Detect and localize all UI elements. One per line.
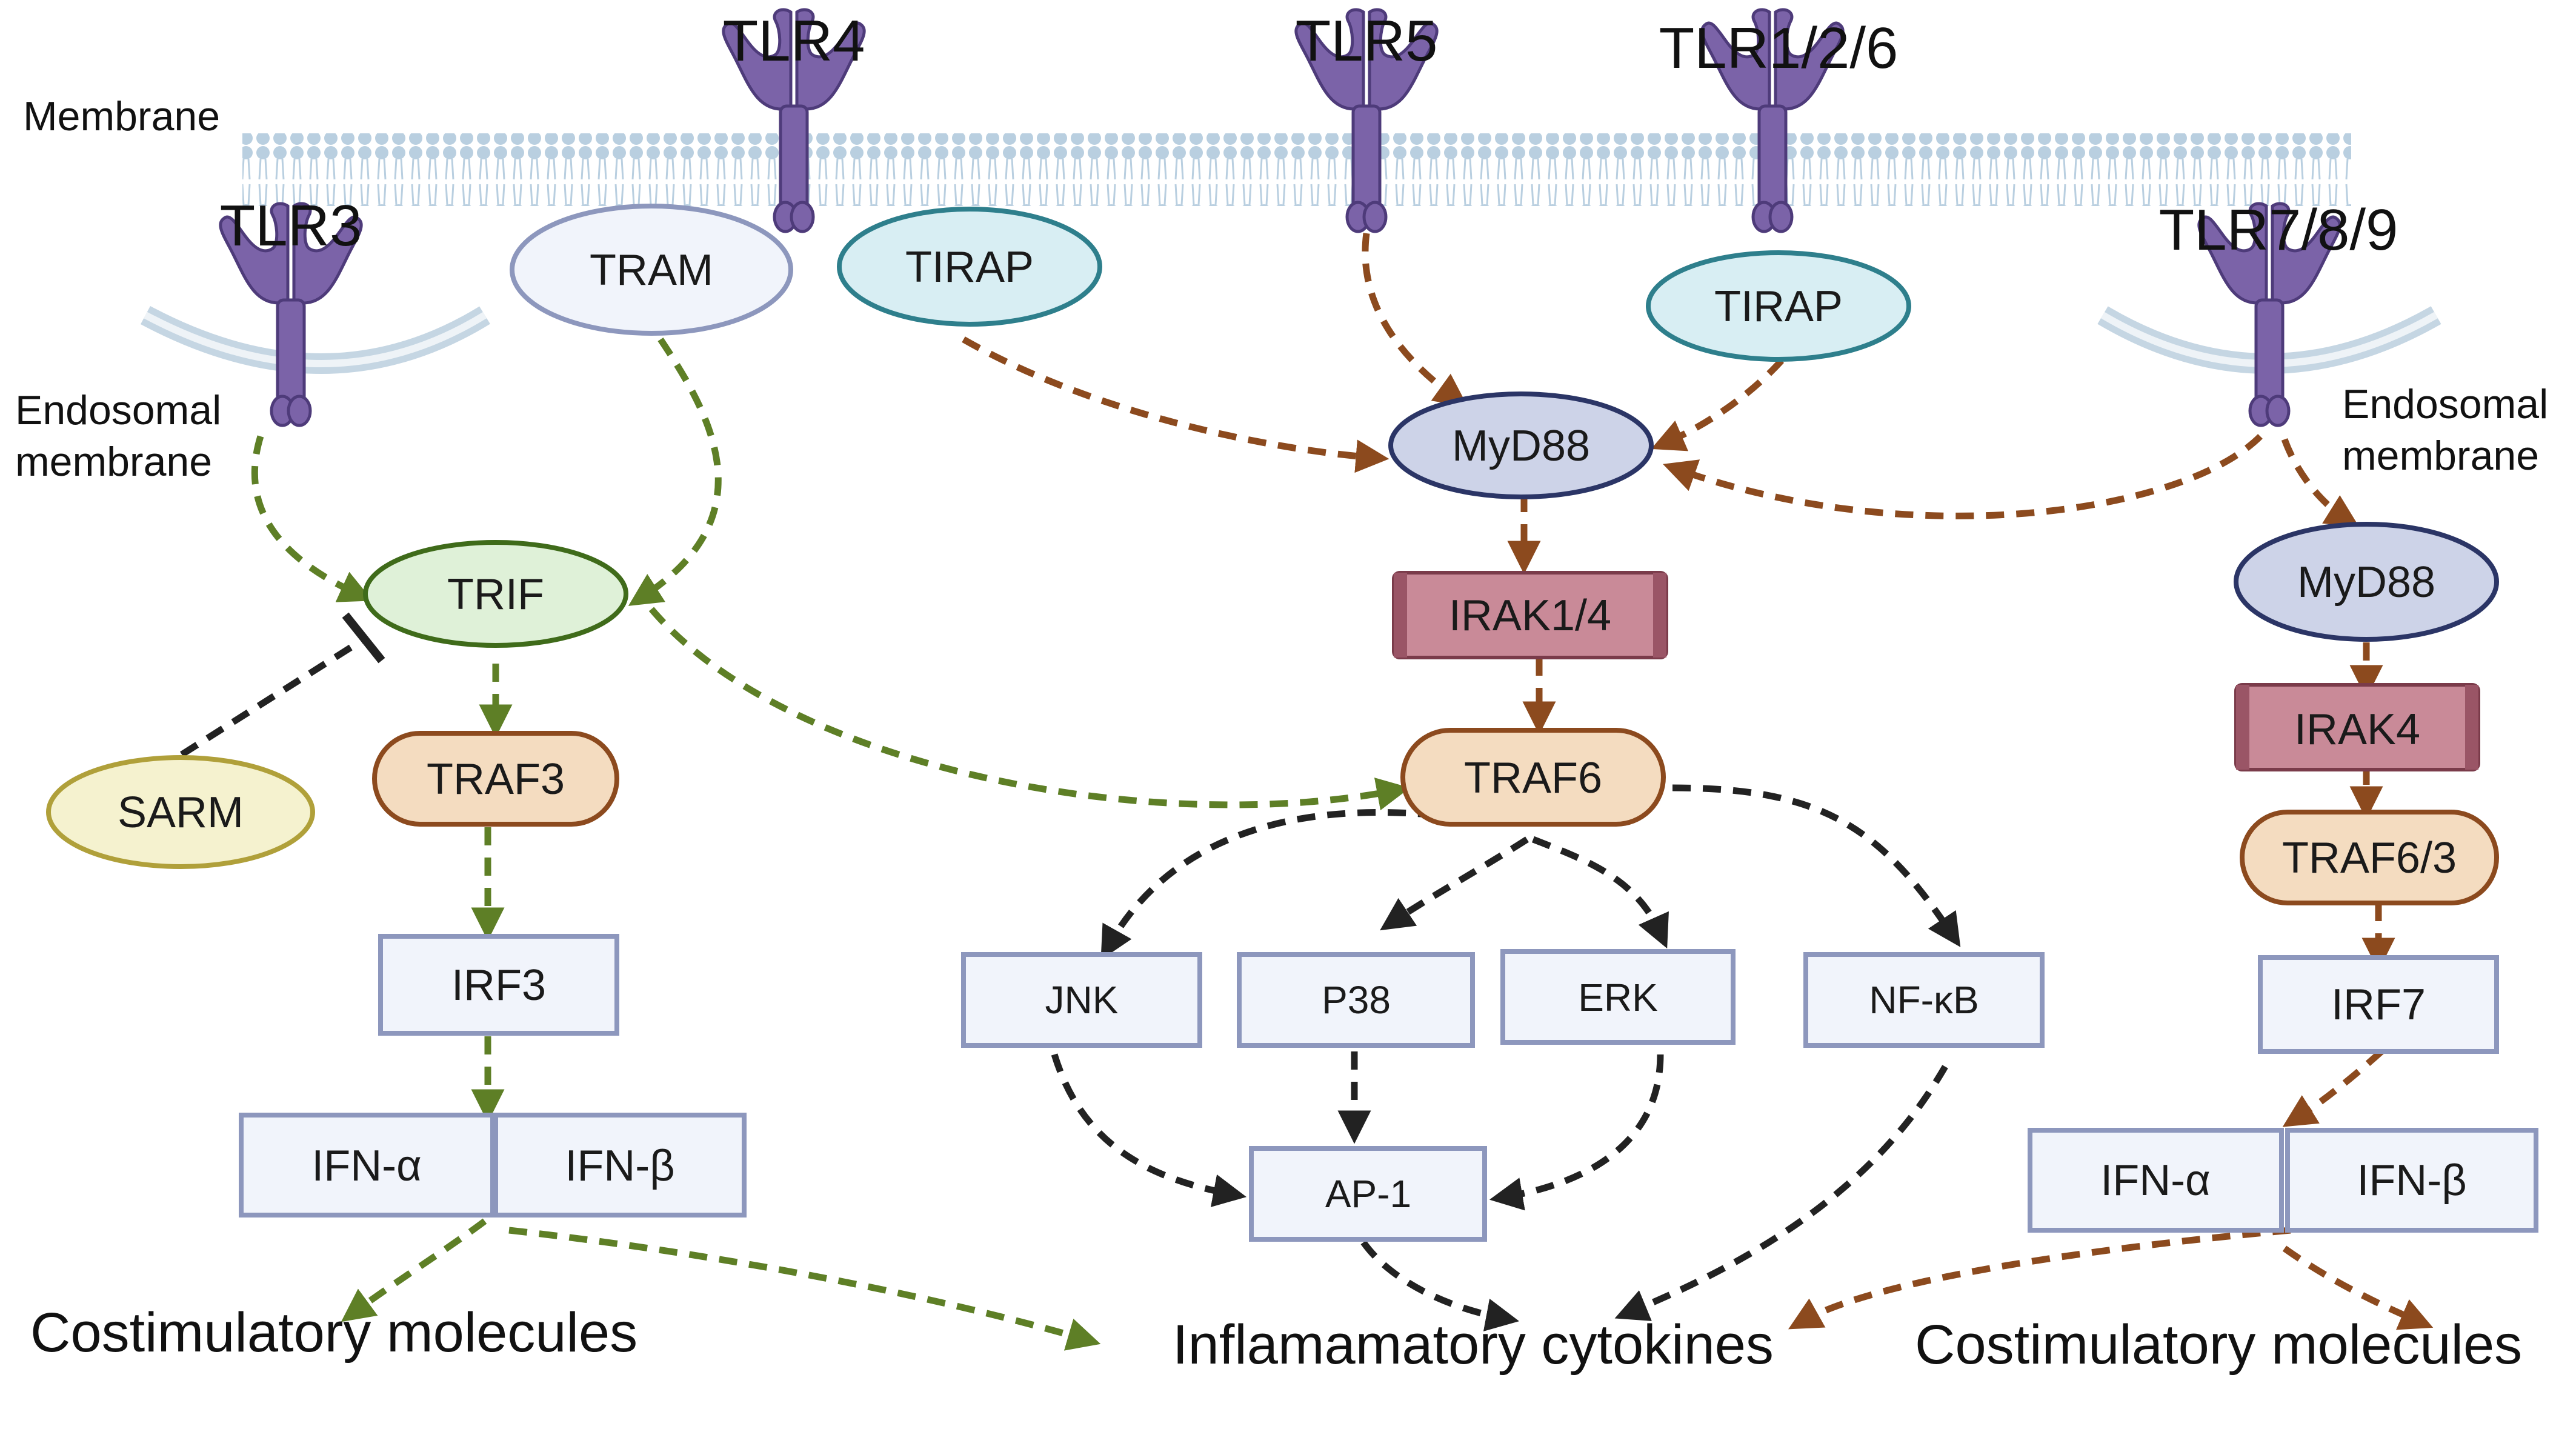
tirap-right-label: TIRAP [1714, 282, 1843, 331]
irf3-node: IRF3 [378, 934, 619, 1036]
tlr5-label: TLR5 [1296, 8, 1438, 73]
irak14-node: IRAK1/4 [1392, 571, 1668, 659]
irf7-node: IRF7 [2258, 955, 2499, 1054]
endosomal-membrane-left [141, 305, 490, 374]
p38-label: P38 [1322, 978, 1391, 1022]
arrow-ifn-to-costim-left [341, 1218, 487, 1322]
arrow-irf7-to-ifn [2282, 1048, 2384, 1127]
arrow-traf6-to-nfkb [1672, 784, 1961, 947]
arrow-tirap-left-to-myd88 [962, 336, 1390, 473]
myd88-center-node: MyD88 [1388, 391, 1654, 499]
ifn-beta-right-node: IFN-β [2285, 1128, 2538, 1233]
trif-label: TRIF [447, 570, 544, 619]
tirap-left-label: TIRAP [905, 243, 1034, 291]
arrow-tirap-right-to-myd88 [1651, 358, 1785, 451]
ifn-beta-left-node: IFN-β [493, 1113, 747, 1217]
tlr3-label: TLR3 [220, 193, 362, 258]
sarm-inhibition [180, 612, 385, 758]
arrow-erk-to-ap1 [1489, 1054, 1664, 1211]
tram-node: TRAM [510, 204, 793, 336]
jnk-node: JNK [961, 952, 1202, 1048]
ifn-beta-left-label: IFN-β [565, 1142, 674, 1190]
ifn-alpha-right-label: IFN-α [2100, 1156, 2211, 1205]
traf3-node: TRAF3 [372, 731, 619, 827]
tirap-left-node: TIRAP [837, 207, 1102, 327]
myd88-right-node: MyD88 [2234, 522, 2499, 642]
endosomal-left-line2: membrane [15, 439, 212, 485]
endosomal-left-line1: Endosomal [15, 387, 221, 433]
arrow-tlr5-to-myd88 [1362, 233, 1468, 407]
myd88-right-label: MyD88 [2297, 558, 2435, 607]
erk-label: ERK [1578, 976, 1658, 1019]
costim-right-label: Costimulatory molecules [1915, 1314, 2522, 1376]
sarm-label: SARM [118, 788, 244, 837]
arrow-traf6-to-jnk [1100, 809, 1437, 960]
p38-node: P38 [1237, 952, 1475, 1048]
ifn-alpha-right-node: IFN-α [2028, 1128, 2284, 1233]
arrow-tlr789-to-myd88 [1663, 434, 2263, 519]
irf3-label: IRF3 [451, 961, 546, 1010]
arrow-traf6-to-erk [1532, 836, 1669, 949]
arrow-tlr3-to-trif [251, 435, 373, 602]
ap1-node: AP-1 [1249, 1146, 1487, 1242]
myd88-pathway-arrows [962, 233, 2434, 1330]
arrow-tram-to-trif [628, 337, 722, 606]
downstream-arrows [1051, 784, 1961, 1331]
irak4-label: IRAK4 [2294, 705, 2420, 754]
arrow-nfkb-to-cytokines [1614, 1065, 1948, 1321]
tirap-right-node: TIRAP [1646, 250, 1911, 362]
cytokines-label: Inflamamatory cytokines [1173, 1314, 1774, 1376]
tram-label: TRAM [590, 246, 713, 295]
sarm-node: SARM [46, 755, 315, 869]
tlr126-label: TLR1/2/6 [1659, 16, 1899, 81]
arrow-jnk-to-ap1 [1051, 1053, 1247, 1207]
arrow-trif-to-traf6 [648, 607, 1411, 811]
tlr4-label: TLR4 [723, 8, 865, 73]
endosomal-right-line2: membrane [2342, 433, 2539, 479]
erk-node: ERK [1500, 949, 1736, 1045]
traf6-label: TRAF6 [1464, 754, 1602, 802]
costim-left-label: Costimulatory molecules [30, 1302, 637, 1364]
nfkb-label: NF-κB [1869, 978, 1979, 1022]
irf7-label: IRF7 [2331, 981, 2426, 1029]
trif-pathway-arrows [251, 337, 1411, 1351]
jnk-label: JNK [1045, 978, 1119, 1022]
ifn-beta-right-label: IFN-β [2357, 1156, 2466, 1205]
arrow-ap1-to-cytokines [1360, 1240, 1520, 1331]
arrow-ifn-to-costim-right [2282, 1245, 2434, 1330]
endosomal-right-line1: Endosomal [2342, 381, 2548, 427]
ap1-label: AP-1 [1325, 1172, 1411, 1216]
nfkb-node: NF-κB [1803, 952, 2045, 1048]
traf63-label: TRAF6/3 [2282, 834, 2457, 882]
arrow-ifn-to-cytokines [508, 1227, 1101, 1351]
traf63-node: TRAF6/3 [2240, 810, 2499, 905]
arrow-tlr789-to-myd88-right [2281, 438, 2360, 527]
irak14-label: IRAK1/4 [1449, 591, 1611, 640]
traf3-label: TRAF3 [427, 755, 565, 804]
tlr789-label: TLR7/8/9 [2159, 198, 2398, 262]
arrow-traf6-to-p38 [1380, 836, 1529, 931]
plasma-membrane [242, 133, 2351, 206]
arrow-ifn-to-cytokines-right [1788, 1227, 2291, 1330]
membrane-label: Membrane [23, 93, 220, 139]
trif-node: TRIF [363, 540, 628, 648]
traf6-node: TRAF6 [1400, 728, 1666, 827]
myd88-center-label: MyD88 [1452, 422, 1590, 470]
irak4-node: IRAK4 [2234, 683, 2480, 771]
ifn-alpha-left-label: IFN-α [311, 1142, 422, 1190]
ifn-alpha-left-node: IFN-α [239, 1113, 495, 1217]
